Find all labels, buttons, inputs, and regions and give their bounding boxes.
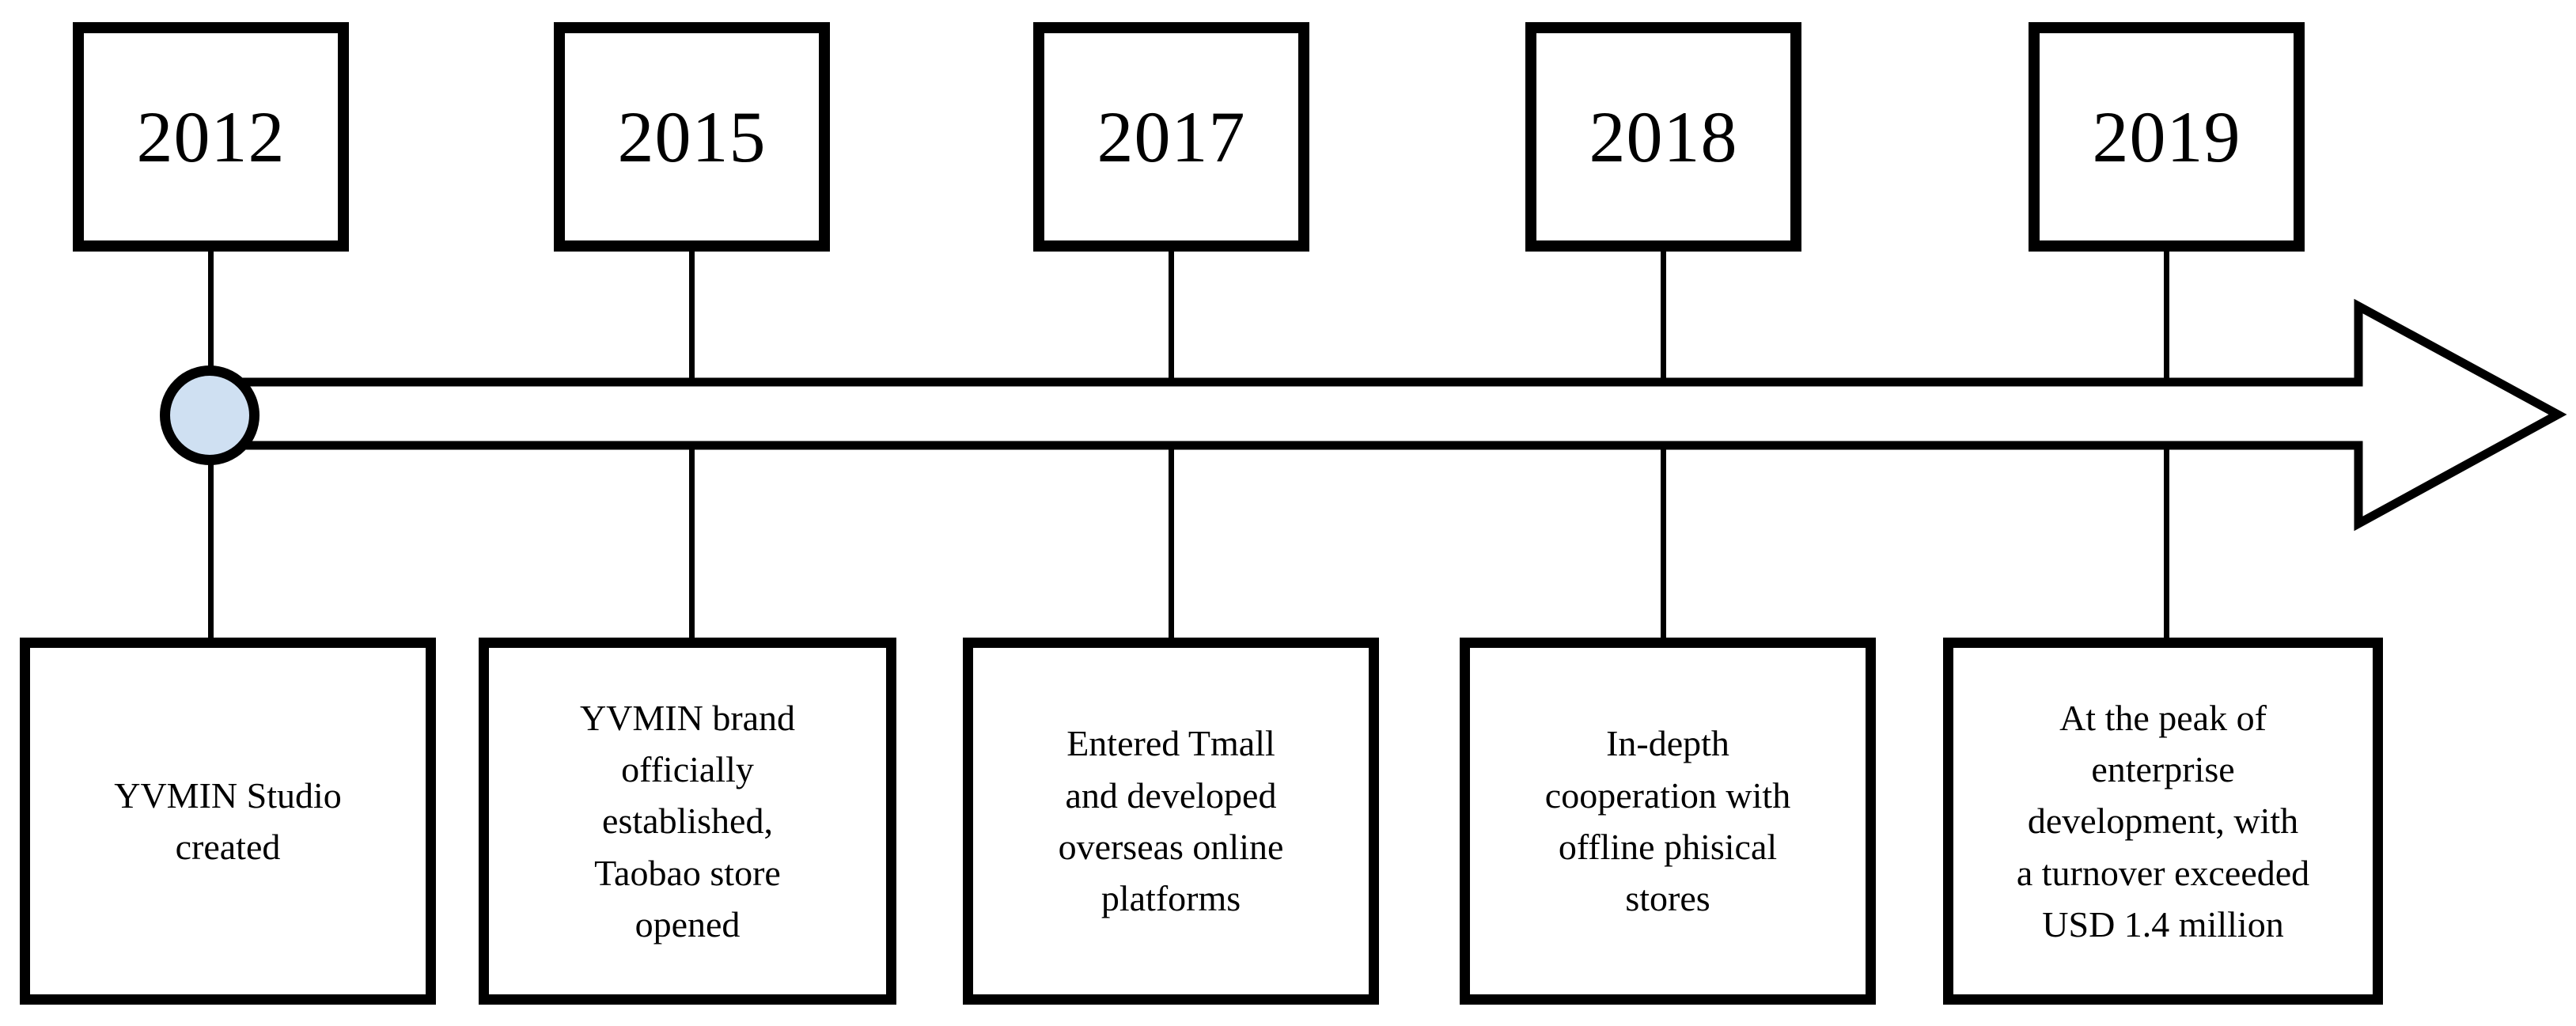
origin-marker-circle <box>160 365 259 465</box>
description-box-2012: YVMIN Studio created <box>20 638 436 1005</box>
year-label: 2019 <box>2092 97 2241 177</box>
year-label: 2012 <box>136 97 286 177</box>
year-box-2018: 2018 <box>1525 22 1801 252</box>
year-box-2015: 2015 <box>554 22 830 252</box>
year-label: 2015 <box>617 97 767 177</box>
timeline-arrow-shape <box>237 298 2567 532</box>
year-box-2017: 2017 <box>1033 22 1309 252</box>
description-box-2015: YVMIN brand officially established, Taob… <box>479 638 896 1005</box>
description-text: YVMIN brand officially established, Taob… <box>579 697 796 945</box>
year-label: 2017 <box>1097 97 1246 177</box>
year-box-2019: 2019 <box>2029 22 2305 252</box>
description-text: Entered Tmall and developed overseas onl… <box>1058 723 1284 919</box>
description-text: YVMIN Studio created <box>114 774 342 867</box>
description-box-2018: In-depth cooperation with offline phisic… <box>1460 638 1876 1005</box>
year-box-2012: 2012 <box>73 22 349 252</box>
description-text: In-depth cooperation with offline phisic… <box>1544 723 1791 919</box>
description-box-2017: Entered Tmall and developed overseas onl… <box>963 638 1379 1005</box>
year-label: 2018 <box>1589 97 1738 177</box>
description-text: At the peak of enterprise development, w… <box>2016 697 2310 945</box>
description-box-2019: At the peak of enterprise development, w… <box>1943 638 2383 1005</box>
